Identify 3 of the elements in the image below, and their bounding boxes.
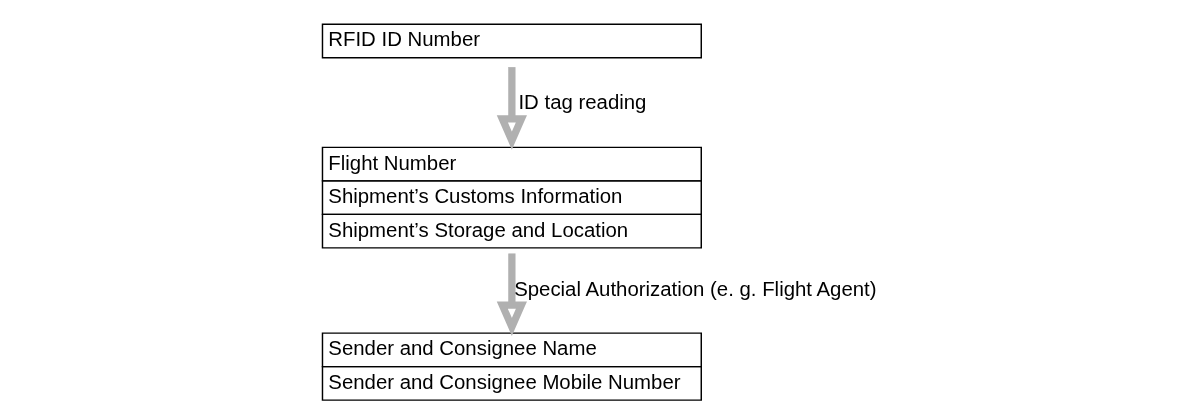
edge-label: Special Authorization (e. g. Flight Agent)	[514, 277, 877, 300]
node-box: RFID ID Number	[321, 23, 702, 59]
edge-label: ID tag reading	[518, 91, 647, 114]
